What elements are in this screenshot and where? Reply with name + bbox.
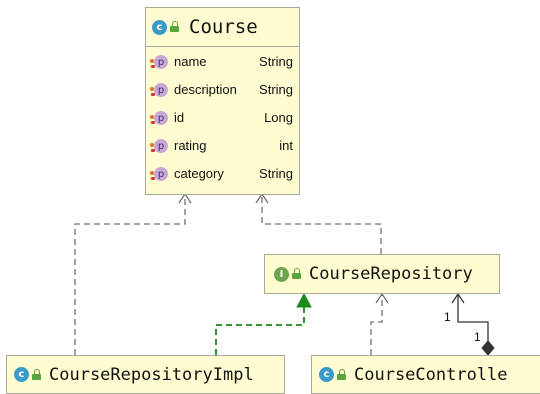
- interface-course-repository-header[interactable]: I CourseRepository: [265, 255, 499, 293]
- class-course-header[interactable]: c Course: [146, 8, 299, 46]
- dependency-controller-to-repository: [370, 295, 383, 355]
- association-arrowhead: [451, 292, 465, 304]
- public-lock-icon: [337, 368, 346, 381]
- multiplicity-source: 1: [444, 310, 451, 324]
- field-type: String: [259, 166, 293, 181]
- field-name: name: [174, 54, 207, 69]
- dependency-repository-to-course: [261, 195, 382, 254]
- field-name: category: [174, 166, 224, 181]
- property-icon: p: [150, 111, 168, 125]
- public-lock-icon: [32, 368, 41, 381]
- field-row[interactable]: p description String: [146, 77, 299, 105]
- field-row[interactable]: p rating int: [146, 133, 299, 161]
- field-type: int: [279, 138, 293, 153]
- class-course-repository-impl[interactable]: c CourseRepositoryImpl: [6, 355, 285, 394]
- interface-name: CourseRepository: [309, 264, 473, 284]
- class-icon: c: [152, 19, 167, 35]
- interface-icon: I: [274, 266, 289, 282]
- class-name: Course: [189, 16, 258, 38]
- class-icon: c: [14, 367, 29, 382]
- class-icon: c: [319, 367, 334, 382]
- realization-arrowhead: [296, 292, 312, 308]
- composition-diamond: [481, 340, 495, 356]
- field-row[interactable]: p id Long: [146, 105, 299, 133]
- public-lock-icon: [292, 268, 301, 280]
- class-course-repository-impl-header[interactable]: c CourseRepositoryImpl: [7, 356, 284, 393]
- public-lock-icon: [170, 21, 179, 33]
- class-course-controller-header[interactable]: c CourseControlle: [312, 356, 540, 393]
- class-name: CourseRepositoryImpl: [49, 364, 254, 385]
- class-course[interactable]: c Course p name String p description Str…: [145, 7, 300, 195]
- field-row[interactable]: p category String: [146, 161, 299, 189]
- field-type: String: [259, 54, 293, 69]
- association-controller-to-repository: [457, 294, 489, 344]
- field-type: String: [259, 82, 293, 97]
- header-divider: [146, 46, 299, 47]
- field-type: Long: [264, 110, 293, 125]
- field-name: id: [174, 110, 185, 125]
- field-name: description: [174, 82, 237, 97]
- property-icon: p: [150, 83, 168, 97]
- dependency-impl-to-course: [74, 195, 186, 355]
- class-name: CourseControlle: [354, 364, 508, 385]
- dependency-arrowhead-controller: [375, 292, 389, 304]
- field-row[interactable]: p name String: [146, 49, 299, 77]
- realization-impl-to-repository: [215, 307, 305, 355]
- interface-course-repository[interactable]: I CourseRepository: [264, 254, 500, 294]
- property-icon: p: [150, 139, 168, 153]
- property-icon: p: [150, 167, 168, 181]
- multiplicity-target: 1: [474, 330, 481, 344]
- class-course-controller[interactable]: c CourseControlle: [311, 355, 540, 394]
- field-list: p name String p description String p id …: [146, 47, 299, 189]
- field-name: rating: [174, 138, 207, 153]
- property-icon: p: [150, 55, 168, 69]
